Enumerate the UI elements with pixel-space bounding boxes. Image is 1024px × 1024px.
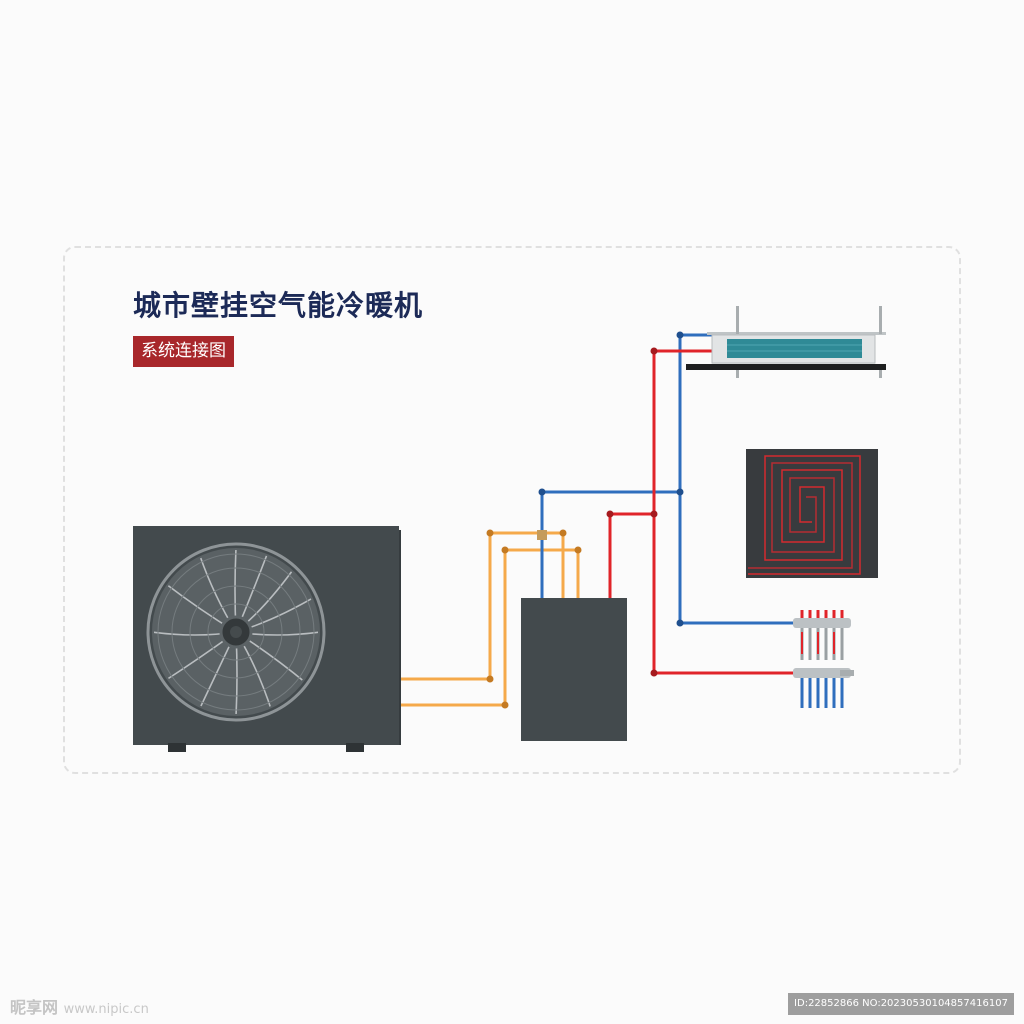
fan-coil-grille [727,339,862,358]
watermark-site: www.nipic.cn [63,1002,149,1017]
watermark-id: ID:22852866 NO:20230530104857416107 [788,993,1014,1015]
outdoor-unit-foot-right [346,743,364,752]
diagram-subtitle-badge: 系统连接图 [133,336,234,367]
watermark-brand: 昵享网 www.nipic.cn [10,994,149,1018]
diagram-title: 城市壁挂空气能冷暖机 [133,289,424,322]
indoor-module [521,598,627,741]
return-pipe-riser [678,333,712,623]
water-manifold [793,610,854,708]
floor-heating-panel [746,449,878,578]
diagram-frame [63,246,961,774]
outdoor-unit [133,526,401,752]
fan-icon [146,542,326,722]
fan-coil-unit [686,306,886,378]
outdoor-unit-foot-left [168,743,186,752]
supply-pipe-main [608,512,654,598]
pipe-joints [486,331,684,709]
floor-heating-coil [748,455,861,575]
watermark-brand-name: 昵享网 [10,998,59,1017]
